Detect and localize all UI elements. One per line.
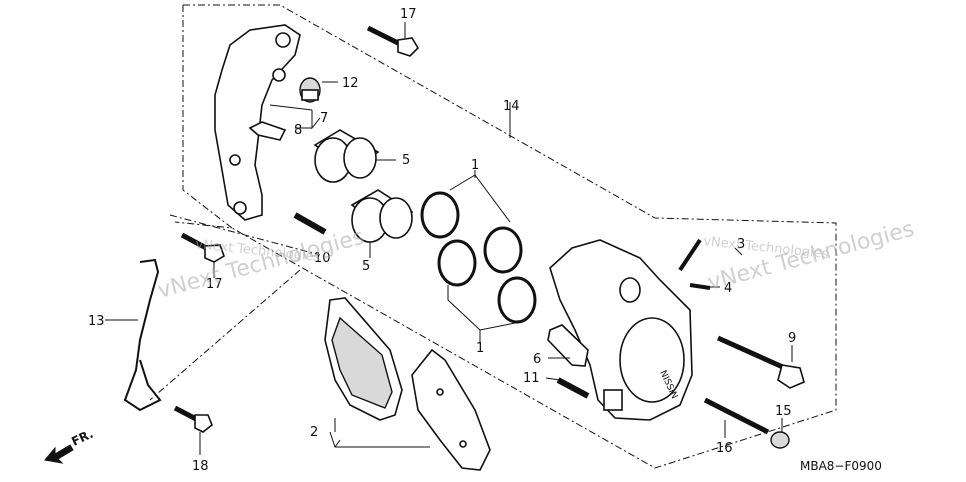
assembly-outline-14 bbox=[174, 4, 837, 469]
seal-bracket-lower bbox=[447, 285, 521, 331]
clip-8 bbox=[248, 121, 287, 141]
watermark-4: vNext Technologies bbox=[705, 217, 917, 296]
pin-16 bbox=[703, 397, 770, 435]
pad-spring-13 bbox=[123, 258, 162, 412]
bolt-17-top bbox=[366, 25, 420, 57]
callout-1-lower: 1 bbox=[476, 341, 484, 356]
callout-18: 18 bbox=[192, 459, 209, 474]
callout-15: 15 bbox=[775, 404, 792, 419]
piston-5-lower bbox=[350, 189, 414, 243]
callout-13: 13 bbox=[88, 314, 105, 329]
callout-16: 16 bbox=[716, 441, 733, 456]
assembly-outline-lower bbox=[149, 214, 321, 401]
callout-10: 10 bbox=[314, 251, 331, 266]
callout-1-upper: 1 bbox=[471, 158, 479, 173]
callout-8: 8 bbox=[294, 123, 302, 138]
callout-6: 6 bbox=[533, 352, 541, 367]
piston-5-upper bbox=[313, 129, 380, 183]
callout-5-upper: 5 bbox=[402, 153, 410, 168]
front-direction-indicator: FR. bbox=[44, 427, 95, 464]
pin-9 bbox=[716, 335, 805, 389]
callout-4: 4 bbox=[724, 281, 732, 296]
seals-1 bbox=[420, 191, 537, 324]
plate-6 bbox=[547, 324, 589, 367]
leader-lines bbox=[105, 22, 793, 455]
caliper-bracket bbox=[214, 24, 301, 221]
brake-pad-lower bbox=[411, 348, 491, 471]
boot-12 bbox=[299, 77, 321, 103]
callout-17-top: 17 bbox=[400, 7, 417, 22]
callout-9: 9 bbox=[788, 331, 796, 346]
diagram-code: MBA8−F0900 bbox=[800, 459, 882, 473]
bolt-17-lower bbox=[180, 232, 225, 263]
callout-17-lower: 17 bbox=[206, 277, 223, 292]
caliper-body: NISSIN bbox=[549, 239, 693, 421]
slide-pin-10 bbox=[293, 212, 327, 235]
callout-3: 3 bbox=[737, 237, 745, 252]
plug-15 bbox=[770, 431, 790, 449]
direction-label: FR. bbox=[69, 427, 95, 449]
callout-11: 11 bbox=[523, 371, 540, 386]
callout-7: 7 bbox=[320, 111, 328, 126]
callout-5-lower: 5 bbox=[362, 259, 370, 274]
callout-2: 2 bbox=[310, 425, 318, 440]
bolt-11 bbox=[556, 377, 590, 399]
bleeder-3 bbox=[678, 238, 702, 272]
brake-pad-upper bbox=[324, 297, 403, 421]
callout-14: 14 bbox=[503, 99, 520, 114]
callout-12: 12 bbox=[342, 76, 359, 91]
bolt-18 bbox=[173, 405, 213, 433]
